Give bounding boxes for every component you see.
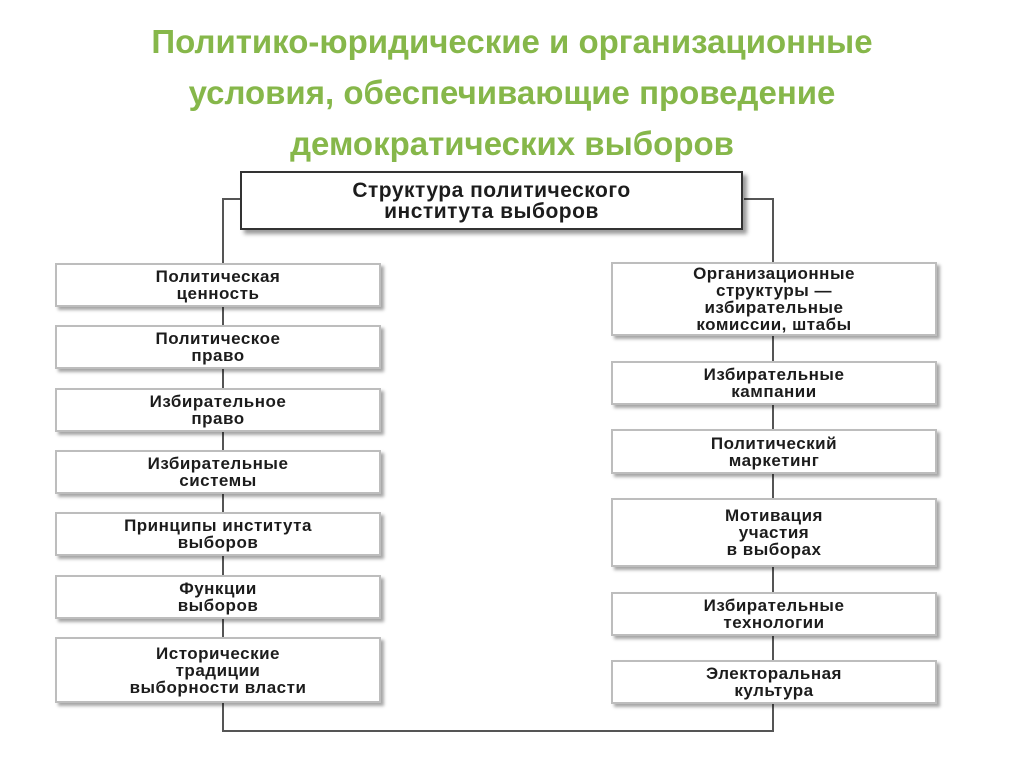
box-line: Функции: [179, 579, 257, 598]
left-box-political-law: Политическое право: [55, 325, 381, 369]
connector-bottom: [222, 730, 774, 732]
left-box-election-principles: Принципы института выборов: [55, 512, 381, 556]
root-box-election-institute-structure: Структура политического института выборо…: [240, 171, 743, 230]
box-line: в выборах: [726, 540, 822, 559]
box-line: комиссии, штабы: [696, 315, 852, 334]
root-box-line-1: Структура политического: [352, 178, 631, 202]
left-box-election-functions: Функции выборов: [55, 575, 381, 619]
box-line: Избирательные: [703, 596, 845, 615]
box-line: право: [191, 346, 245, 365]
box-line: Политическая: [155, 267, 281, 286]
box-line: маркетинг: [728, 450, 820, 470]
left-box-historical-traditions: Исторические традиции выборности власти: [55, 637, 381, 703]
right-box-political-marketing: Политический маркетинг: [611, 429, 937, 474]
box-line: выборов: [177, 533, 259, 552]
right-box-organizational-structures: Организационные структуры — избирательны…: [611, 262, 937, 336]
box-line: участия: [738, 523, 810, 542]
box-line: культура: [734, 681, 814, 700]
title-line-3: демократических выборов: [290, 125, 734, 162]
box-line: Избирательное: [149, 392, 287, 411]
connector-root-right: [744, 198, 774, 200]
box-line: ценность: [176, 284, 260, 303]
box-line: Мотивация: [725, 506, 823, 525]
box-line: Принципы института: [124, 516, 312, 535]
box-line: традиции: [175, 660, 261, 680]
left-box-electoral-law: Избирательное право: [55, 388, 381, 432]
box-line: технологии: [723, 613, 825, 632]
right-box-electoral-technologies: Избирательные технологии: [611, 592, 937, 636]
box-line: избирательные: [704, 298, 844, 317]
box-line: Организационные: [693, 264, 855, 283]
box-line: Избирательные: [147, 454, 289, 473]
box-line: Политический: [710, 433, 838, 453]
box-line: Электоральная: [706, 664, 842, 683]
slide-title: Политико-юридические и организационные у…: [0, 16, 1024, 169]
left-box-electoral-systems: Избирательные системы: [55, 450, 381, 494]
right-box-participation-motivation: Мотивация участия в выборах: [611, 498, 937, 567]
box-line: структуры —: [715, 281, 832, 300]
box-line: Политическое: [155, 329, 281, 348]
title-line-1: Политико-юридические и организационные: [151, 23, 873, 60]
box-line: Исторические: [156, 643, 280, 663]
box-line: системы: [179, 471, 257, 490]
right-box-electoral-campaigns: Избирательные кампании: [611, 361, 937, 405]
title-line-2: условия, обеспечивающие проведение: [188, 74, 836, 111]
box-line: кампании: [731, 382, 817, 401]
connector-root-left: [222, 198, 240, 200]
right-box-electoral-culture: Электоральная культура: [611, 660, 937, 704]
root-box-line-2: института выборов: [384, 199, 599, 223]
left-box-political-value: Политическая ценность: [55, 263, 381, 307]
box-line: право: [191, 409, 245, 428]
box-line: выборности власти: [129, 677, 307, 697]
box-line: Избирательные: [703, 365, 845, 384]
box-line: выборов: [177, 596, 259, 615]
